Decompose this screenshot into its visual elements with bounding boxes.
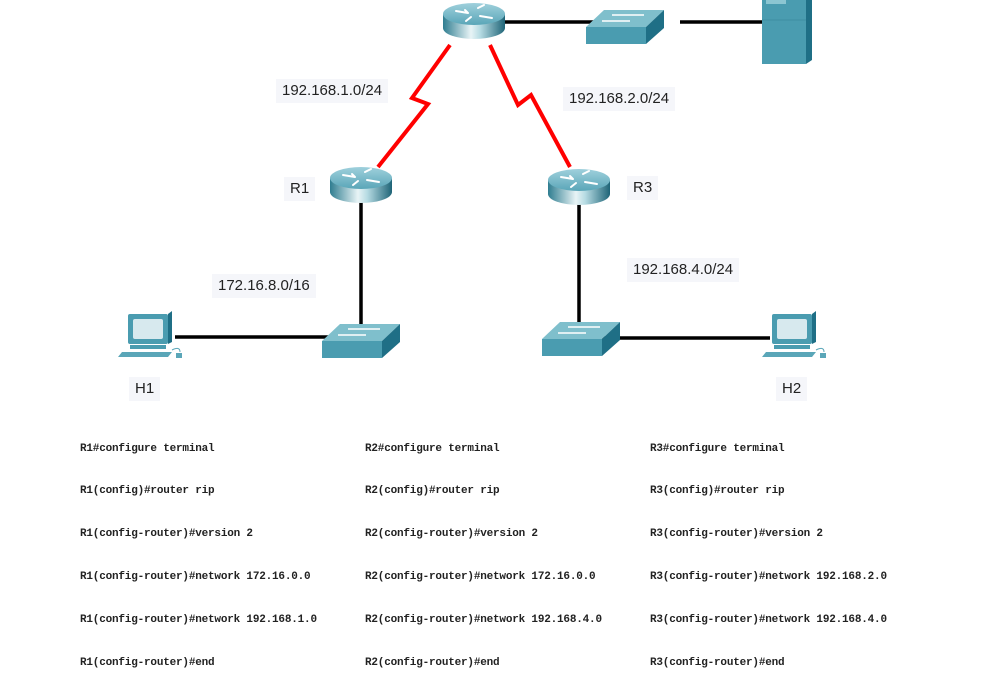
config-line: R1(config-router)#end: [80, 657, 215, 670]
config-line: R3(config)#router rip: [650, 485, 785, 498]
config-line: R2(config-router)#version 2: [365, 528, 538, 541]
serial-link-r2-r3: [488, 44, 572, 168]
device-label-r3: R3: [627, 176, 659, 200]
config-line: R2(config)#router rip: [365, 485, 500, 498]
config-line: R1(config)#router rip: [80, 485, 215, 498]
serial-link-r2-r1: [376, 43, 452, 169]
router-r2-icon[interactable]: [442, 2, 506, 40]
config-line: R3(config-router)#end: [650, 657, 785, 670]
switch-top-icon[interactable]: [585, 9, 665, 45]
pc-h1-icon[interactable]: [117, 310, 183, 359]
config-line: R2(config-router)#end: [365, 657, 500, 670]
network-topology: [117, 0, 827, 359]
config-line: R1(config-router)#network 192.168.1.0: [80, 614, 317, 627]
network-label-r3-lan: 192.168.4.0/24: [627, 258, 740, 282]
network-label-r2-r3: 192.168.2.0/24: [563, 87, 676, 111]
network-label-r1-r2: 192.168.1.0/24: [276, 79, 389, 103]
config-line: R3(config-router)#version 2: [650, 528, 823, 541]
device-label-h2: H2: [776, 377, 808, 401]
config-line: R1#configure terminal: [80, 442, 215, 455]
server-icon[interactable]: [762, 0, 812, 64]
network-label-r1-lan: 172.16.8.0/16: [212, 274, 316, 298]
config-line: R2(config-router)#network 172.16.0.0: [365, 571, 596, 584]
pc-h2-icon[interactable]: [761, 310, 827, 359]
config-line: R2#configure terminal: [365, 442, 500, 455]
config-block-r2: R2#configure terminal R2(config)#router …: [365, 413, 602, 685]
router-r1-icon[interactable]: [329, 166, 393, 204]
config-block-r1: R1#configure terminal R1(config)#router …: [80, 413, 317, 685]
router-r3-icon[interactable]: [547, 168, 611, 206]
config-line: R1(config-router)#network 172.16.0.0: [80, 571, 311, 584]
config-line: R3(config-router)#network 192.168.4.0: [650, 614, 887, 627]
device-label-h1: H1: [129, 377, 161, 401]
config-line: R2(config-router)#network 192.168.4.0: [365, 614, 602, 627]
device-label-r1: R1: [284, 177, 316, 201]
switch-sw1-icon[interactable]: [321, 323, 401, 359]
config-line: R1(config-router)#version 2: [80, 528, 253, 541]
config-line: R3#configure terminal: [650, 442, 785, 455]
config-block-r3: R3#configure terminal R3(config)#router …: [650, 413, 887, 685]
switch-sw3-icon[interactable]: [541, 321, 621, 357]
config-line: R3(config-router)#network 192.168.2.0: [650, 571, 887, 584]
